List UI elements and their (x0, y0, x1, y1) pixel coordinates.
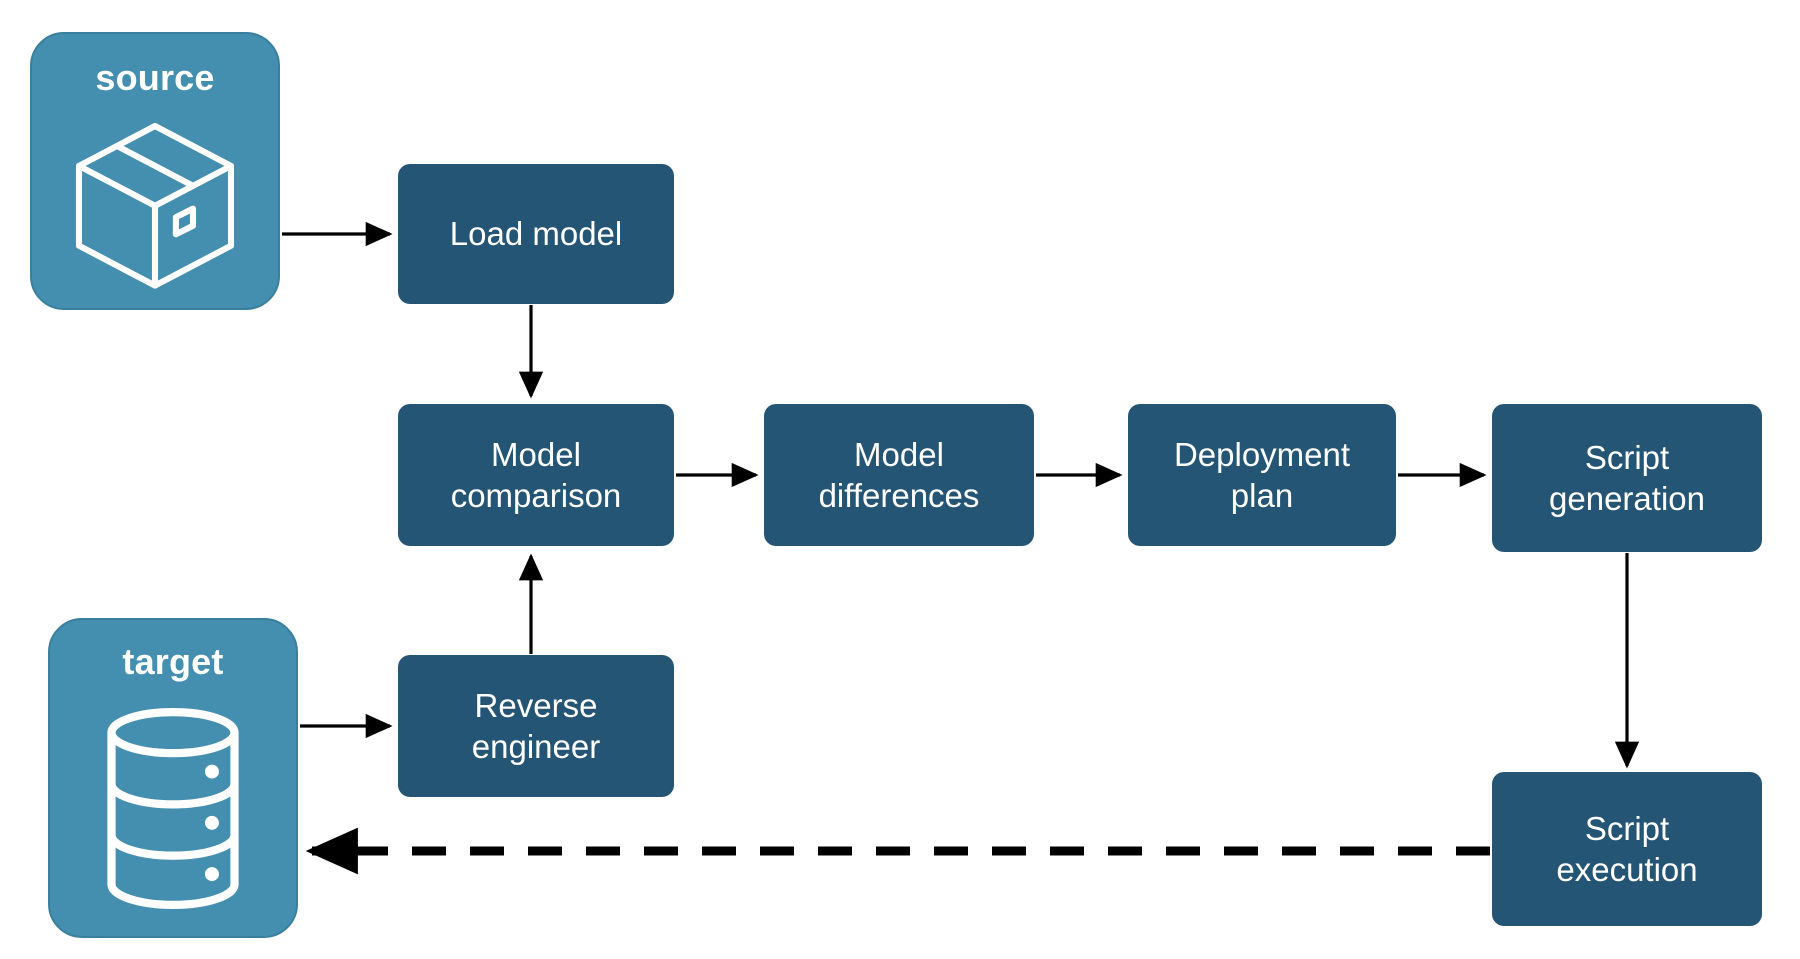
node-load-model[interactable]: Load model (398, 164, 674, 304)
node-script-execution-line1: Script (1584, 809, 1670, 847)
node-reverse-engineer-line1: Reverse (474, 686, 598, 724)
node-model-differences-line1: Model (854, 435, 944, 473)
node-reverse-engineer-line2: engineer (471, 728, 601, 765)
node-deployment-plan-line1: Deployment (1173, 435, 1351, 473)
node-script-generation-line2: generation (1549, 480, 1705, 517)
endpoint-target[interactable]: target (48, 618, 298, 938)
node-script-execution-line2: execution (1556, 851, 1698, 888)
node-model-comparison-line1: Model (491, 435, 581, 473)
node-deployment-plan-line2: plan (1230, 477, 1294, 514)
node-model-differences-line2: differences (818, 477, 980, 514)
node-model-comparison[interactable]: Model comparison (398, 404, 674, 546)
endpoint-target-label: target (122, 641, 224, 682)
node-script-generation[interactable]: Script generation (1492, 404, 1762, 552)
node-model-comparison-line2: comparison (450, 477, 622, 514)
database-cylinder-icon (50, 680, 296, 936)
endpoint-source[interactable]: source (30, 32, 280, 310)
node-model-differences[interactable]: Model differences (764, 404, 1034, 546)
package-box-icon (32, 96, 278, 308)
node-deployment-plan[interactable]: Deployment plan (1128, 404, 1396, 546)
node-script-execution[interactable]: Script execution (1492, 772, 1762, 926)
node-reverse-engineer[interactable]: Reverse engineer (398, 655, 674, 797)
node-script-generation-line1: Script (1584, 438, 1670, 476)
node-load-model-line1: Load model (449, 215, 623, 253)
endpoint-source-label: source (95, 57, 215, 98)
